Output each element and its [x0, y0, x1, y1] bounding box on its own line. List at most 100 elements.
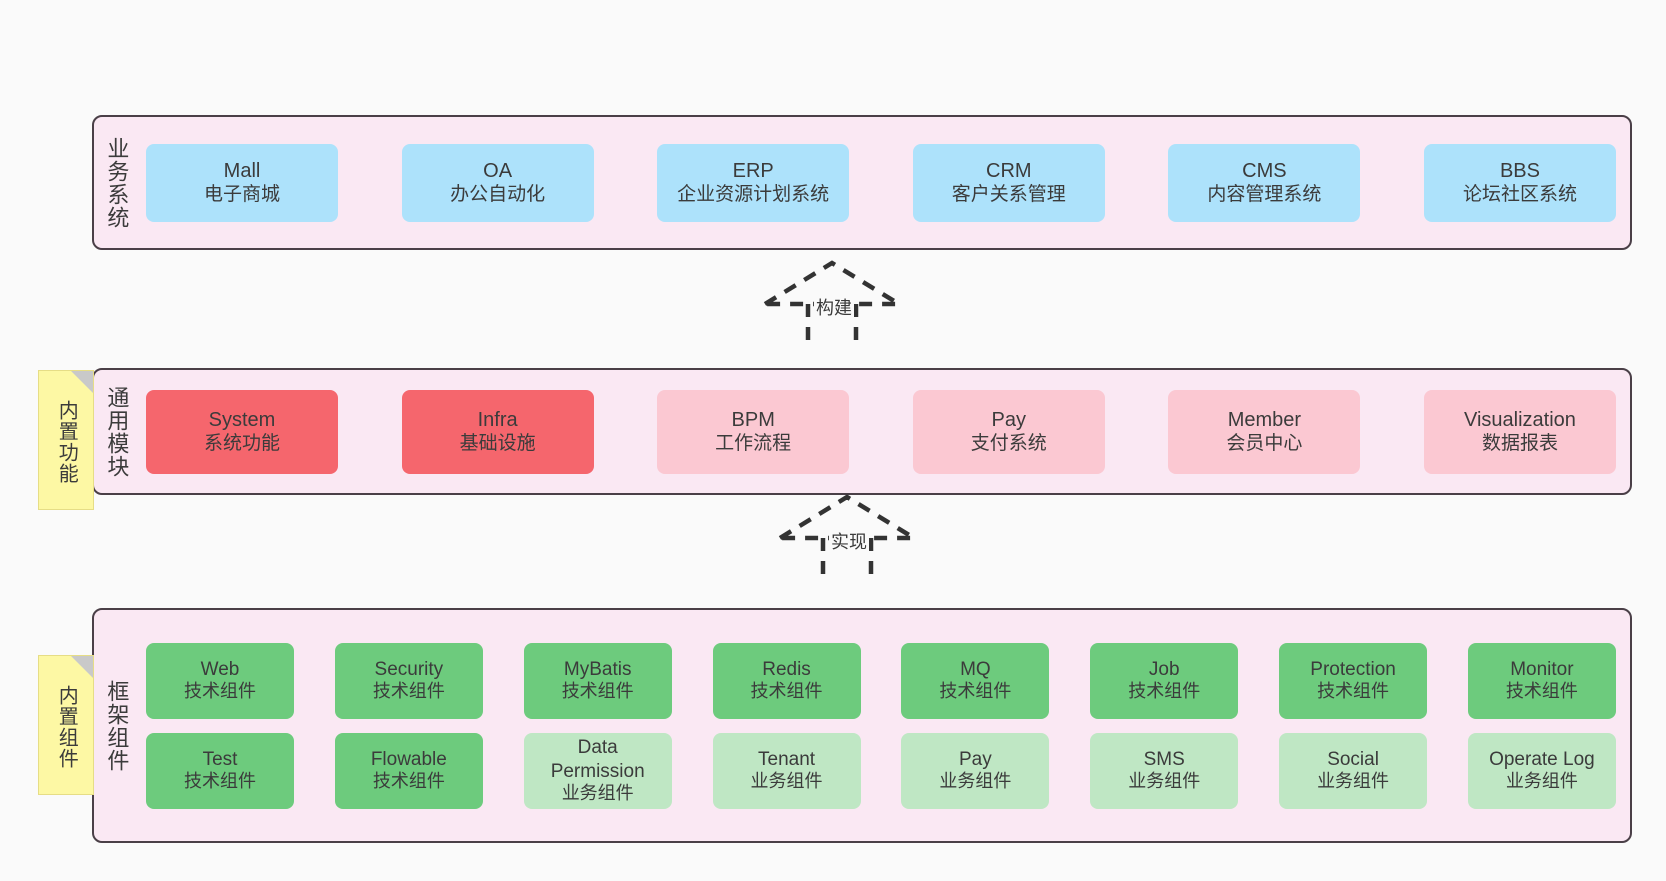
node-mybatis-subtitle: 技术组件 [561, 681, 634, 702]
node-operate-log[interactable]: Operate Log 业务组件 [1467, 732, 1616, 809]
node-bpm-title: BPM [731, 408, 775, 431]
node-pay-component[interactable]: Pay 业务组件 [901, 732, 1050, 809]
node-redis-title: Redis [762, 658, 811, 680]
layer-framework-row-business: Test 技术组件 Flowable 技术组件 Data Permission … [146, 732, 1616, 809]
node-mybatis-title: MyBatis [563, 658, 632, 680]
node-monitor-title: Monitor [1510, 658, 1574, 680]
node-data-permission[interactable]: Data Permission 业务组件 [523, 732, 672, 809]
node-pay-module-subtitle: 支付系统 [970, 433, 1047, 455]
node-infra-title: Infra [477, 408, 518, 431]
node-web-subtitle: 技术组件 [184, 681, 256, 702]
node-erp-title: ERP [732, 159, 774, 182]
node-sms-subtitle: 业务组件 [1128, 771, 1201, 792]
node-mall-title: Mall [223, 159, 261, 182]
node-job[interactable]: Job 技术组件 [1090, 642, 1239, 719]
node-member-subtitle: 会员中心 [1226, 433, 1303, 455]
node-mall-subtitle: 电子商城 [203, 184, 280, 206]
layer-common-modules-title: 通用模块 [104, 385, 130, 478]
node-sms-title: SMS [1143, 748, 1185, 770]
node-protection-subtitle: 技术组件 [1317, 681, 1390, 702]
node-web-title: Web [200, 658, 240, 680]
node-system-title: System [208, 408, 276, 431]
node-mall[interactable]: Mall 电子商城 [146, 143, 338, 222]
node-cms-subtitle: 内容管理系统 [1207, 184, 1322, 206]
node-sms[interactable]: SMS 业务组件 [1090, 732, 1239, 809]
node-job-subtitle: 技术组件 [1128, 681, 1201, 702]
node-bpm-subtitle: 工作流程 [715, 433, 792, 455]
layer-framework-components: 框架组件 Web 技术组件 Security 技术组件 MyBatis 技术组件… [92, 608, 1632, 843]
connector-build-arrowhead [757, 260, 907, 307]
node-bbs[interactable]: BBS 论坛社区系统 [1423, 143, 1616, 222]
node-security-subtitle: 技术组件 [372, 681, 445, 702]
node-monitor[interactable]: Monitor 技术组件 [1467, 642, 1616, 719]
layer-business-systems: 业务系统 Mall 电子商城 OA 办公自动化 ERP 企业资源计划系统 CRM… [92, 115, 1632, 250]
node-tenant-subtitle: 业务组件 [750, 771, 823, 792]
node-crm-title: CRM [986, 159, 1032, 182]
node-visualization-title: Visualization [1464, 408, 1576, 431]
connector-build [757, 260, 907, 346]
node-member-title: Member [1227, 408, 1302, 431]
node-infra[interactable]: Infra 基础设施 [401, 389, 594, 474]
node-pay-component-title: Pay [959, 748, 992, 770]
note-builtin-features-label: 内置功能 [55, 400, 78, 484]
node-visualization[interactable]: Visualization 数据报表 [1423, 389, 1616, 474]
node-bbs-title: BBS [1499, 159, 1540, 182]
node-operate-log-title: Operate Log [1489, 748, 1595, 770]
node-protection-title: Protection [1310, 658, 1396, 680]
connector-implement-shaft [820, 538, 874, 580]
node-tenant[interactable]: Tenant 业务组件 [712, 732, 861, 809]
note-builtin-components-label: 内置组件 [55, 685, 78, 769]
node-erp[interactable]: ERP 企业资源计划系统 [657, 143, 850, 222]
node-oa[interactable]: OA 办公自动化 [401, 143, 594, 222]
node-infra-subtitle: 基础设施 [459, 433, 536, 455]
node-flowable-subtitle: 技术组件 [372, 771, 445, 792]
layer-business-systems-title: 业务系统 [104, 136, 130, 229]
note-builtin-components: 内置组件 [38, 655, 94, 795]
note-builtin-features: 内置功能 [38, 370, 94, 510]
note-fold-corner-icon [71, 656, 93, 678]
node-cms[interactable]: CMS 内容管理系统 [1168, 143, 1361, 222]
note-fold-corner-icon [71, 371, 93, 393]
connector-implement [772, 494, 922, 580]
node-member[interactable]: Member 会员中心 [1168, 389, 1361, 474]
node-web[interactable]: Web 技术组件 [146, 642, 294, 719]
node-crm-subtitle: 客户关系管理 [951, 184, 1066, 206]
node-crm[interactable]: CRM 客户关系管理 [912, 143, 1105, 222]
layer-framework-components-title: 框架组件 [104, 679, 130, 772]
layer-framework-row-tech: Web 技术组件 Security 技术组件 MyBatis 技术组件 Redi… [146, 642, 1616, 719]
node-mq-title: MQ [960, 658, 991, 680]
node-mq-subtitle: 技术组件 [939, 681, 1012, 702]
node-bpm[interactable]: BPM 工作流程 [657, 389, 850, 474]
node-bbs-subtitle: 论坛社区系统 [1462, 184, 1577, 206]
node-operate-log-subtitle: 业务组件 [1505, 771, 1578, 792]
node-system[interactable]: System 系统功能 [146, 389, 338, 474]
node-pay-module[interactable]: Pay 支付系统 [912, 389, 1105, 474]
node-mybatis[interactable]: MyBatis 技术组件 [523, 642, 672, 719]
node-oa-subtitle: 办公自动化 [450, 184, 546, 206]
node-social-subtitle: 业务组件 [1317, 771, 1390, 792]
connector-build-label: 构建 [814, 294, 854, 320]
layer-common-row: System 系统功能 Infra 基础设施 BPM 工作流程 Pay 支付系统… [146, 389, 1616, 474]
node-social[interactable]: Social 业务组件 [1279, 732, 1428, 809]
node-data-permission-subtitle: 业务组件 [561, 782, 634, 803]
node-test[interactable]: Test 技术组件 [146, 732, 294, 809]
node-erp-subtitle: 企业资源计划系统 [677, 184, 830, 206]
node-redis-subtitle: 技术组件 [750, 681, 823, 702]
node-pay-module-title: Pay [991, 408, 1027, 431]
node-security[interactable]: Security 技术组件 [334, 642, 483, 719]
node-flowable[interactable]: Flowable 技术组件 [334, 732, 483, 809]
node-flowable-title: Flowable [370, 748, 447, 770]
node-mq[interactable]: MQ 技术组件 [901, 642, 1050, 719]
node-protection[interactable]: Protection 技术组件 [1279, 642, 1428, 719]
node-pay-component-subtitle: 业务组件 [939, 771, 1012, 792]
layer-common-modules: 通用模块 System 系统功能 Infra 基础设施 BPM 工作流程 Pay… [92, 368, 1632, 495]
node-job-title: Job [1148, 658, 1180, 680]
connector-implement-label: 实现 [829, 528, 869, 554]
node-redis[interactable]: Redis 技术组件 [712, 642, 861, 719]
layer-business-row: Mall 电子商城 OA 办公自动化 ERP 企业资源计划系统 CRM 客户关系… [146, 143, 1616, 222]
node-test-subtitle: 技术组件 [184, 771, 256, 792]
node-security-title: Security [374, 658, 444, 680]
connector-implement-arrowhead [772, 494, 922, 541]
node-system-subtitle: 系统功能 [203, 433, 280, 455]
